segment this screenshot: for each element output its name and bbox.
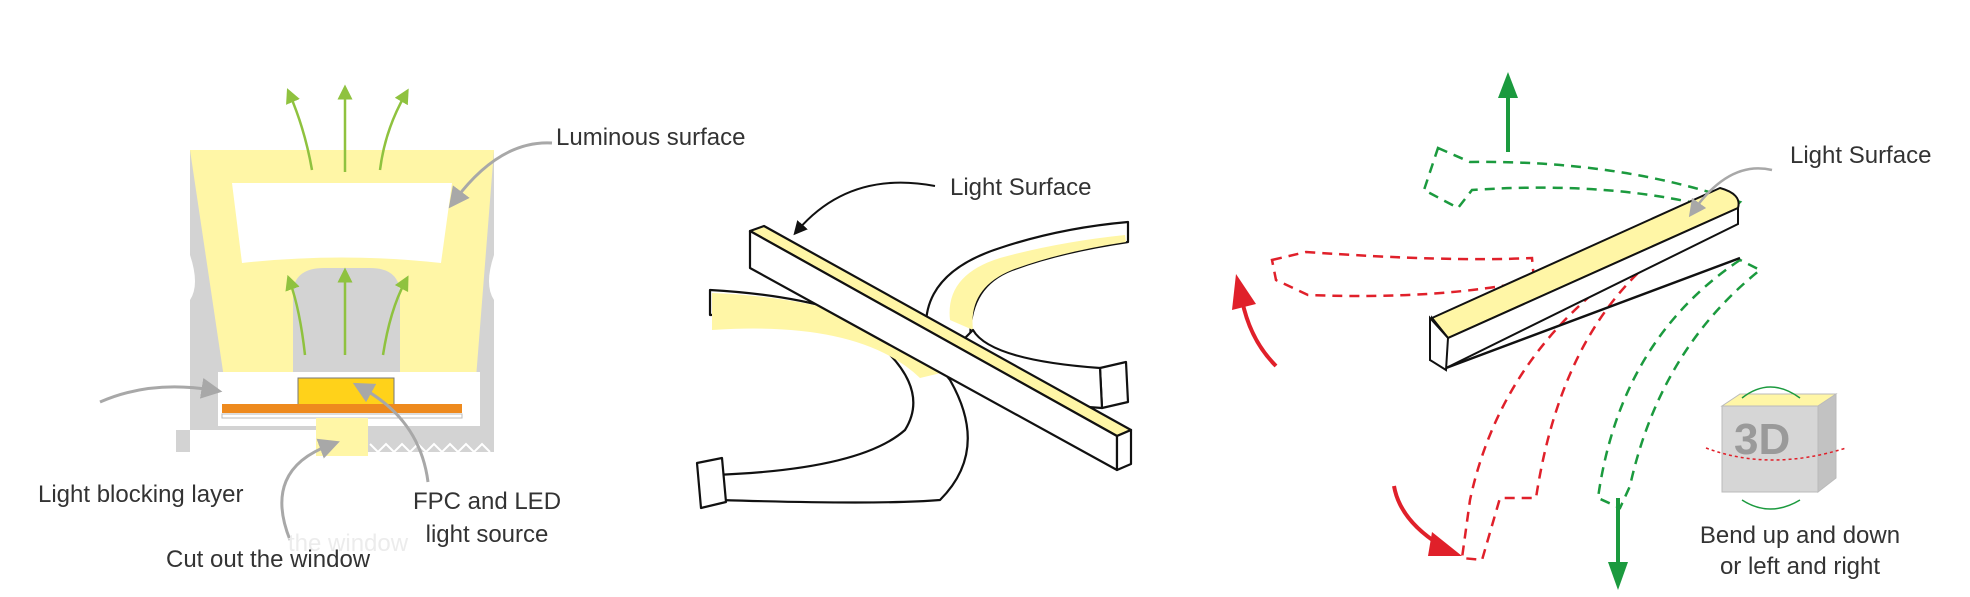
arrow-left-curve [1240,299,1278,368]
arrow-left-head [1232,274,1256,310]
label-luminous-surface: Luminous surface [556,124,746,151]
fpc-strip [222,404,462,413]
solid-strip-end [1429,315,1450,372]
label-fpc-led-line1: FPC and LED [412,488,562,515]
led-chip [297,377,395,407]
red-dash-left [1270,250,1536,298]
arrow-down-red-head [1428,532,1462,556]
right-arc-strip [924,220,1130,370]
strip-base [221,413,463,419]
light-ray-1 [286,88,314,171]
solid-strip-edge [1445,256,1741,370]
cube-3d-icon [1705,386,1847,510]
label-light-surface-mid: Light Surface [950,174,1092,201]
leader-light-surface-right [1688,167,1773,218]
leader-light-surface-mid [793,181,936,236]
right-arc-surface [949,235,1126,330]
cross-section [99,84,553,541]
bend-panel [1232,72,1847,590]
cube-3d-text: 3D [1734,415,1791,464]
arrow-up-head [1498,72,1518,98]
label-bend-directions: Bend up and down or left and right [1680,522,1920,582]
flex-strips [695,181,1133,510]
leader-window [280,438,340,541]
red-dash-down [1460,260,1651,562]
leader-fpc [352,382,430,483]
left-arc-surface [712,293,945,378]
straight-strip-end [1115,428,1133,472]
leader-blocking [99,377,223,404]
light-ray-4 [285,274,307,356]
label-light-blocking-layer: Light blocking layer [38,481,244,508]
window-opening [316,418,368,456]
ghost-label-window: the window [288,530,409,557]
profile-teeth [205,442,491,454]
label-fpc-led-line2: light source [425,520,549,548]
leader-luminous [448,141,553,209]
right-arc-end [1098,360,1130,410]
label-fpc-led: FPC and LED light source [400,488,574,550]
label-bend-line2: or left and right [1719,552,1881,580]
inner-cavity [232,183,452,263]
label-cut-out-window: Cut out the window [166,546,371,573]
left-arc-end [695,456,728,510]
light-ray-6 [381,275,409,356]
arrow-down-head [1608,562,1628,590]
light-ray-3 [378,88,409,171]
label-light-surface-right: Light Surface [1790,142,1932,169]
label-bend-line1: Bend up and down [1699,522,1901,549]
